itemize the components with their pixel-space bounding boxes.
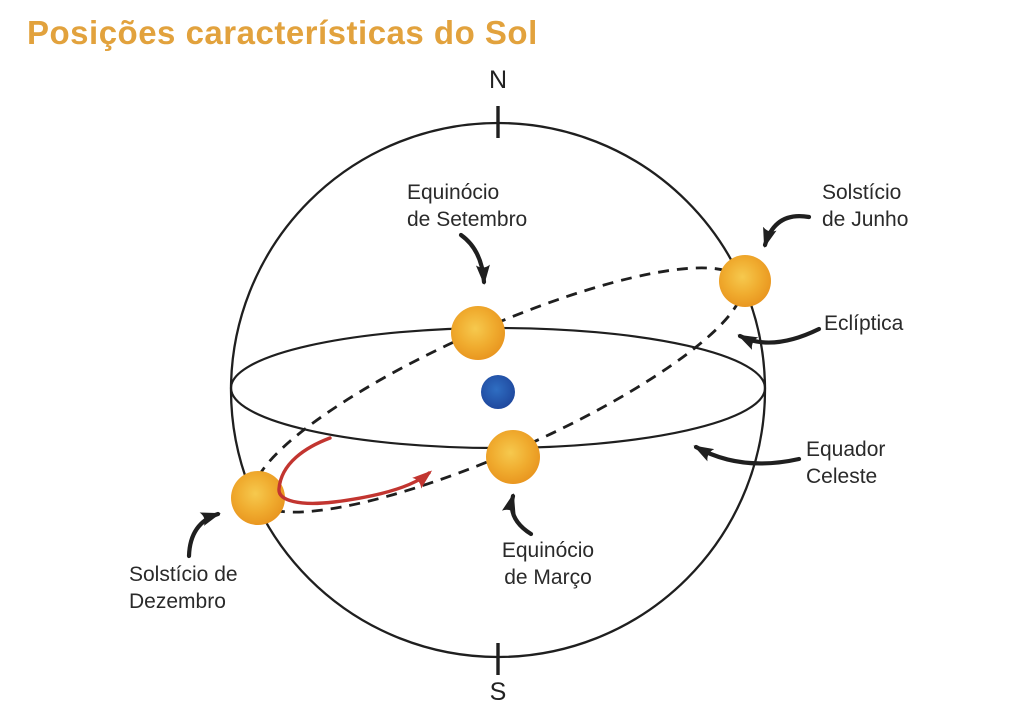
celestial-equator-arrow xyxy=(693,444,802,466)
south-label: S xyxy=(489,678,507,706)
march-equinox-label: Equinócio de Março xyxy=(501,539,595,589)
ecliptic-arrow xyxy=(737,326,822,350)
sun-december-solstice xyxy=(231,471,285,525)
september-equinox-arrow xyxy=(458,232,490,285)
june-solstice-label: Solstício de Junho xyxy=(822,181,909,231)
june-solstice-arrow xyxy=(762,214,812,248)
sun-march-equinox xyxy=(486,430,540,484)
page-title: Posições características do Sol xyxy=(27,14,538,51)
march-equinox-arrow xyxy=(501,493,534,537)
sun-june-solstice xyxy=(719,255,771,307)
sun-motion-arrow xyxy=(277,436,433,506)
north-label: N xyxy=(488,66,508,94)
december-solstice-label: Solstício de Dezembro xyxy=(129,563,238,613)
earth-dot xyxy=(481,375,515,409)
sun-september-equinox xyxy=(451,306,505,360)
celestial-equator-label: Equador Celeste xyxy=(806,438,886,488)
ecliptic-label: Eclíptica xyxy=(824,312,904,335)
december-solstice-arrow xyxy=(186,511,221,559)
september-equinox-label: Equinócio de Setembro xyxy=(407,181,528,231)
